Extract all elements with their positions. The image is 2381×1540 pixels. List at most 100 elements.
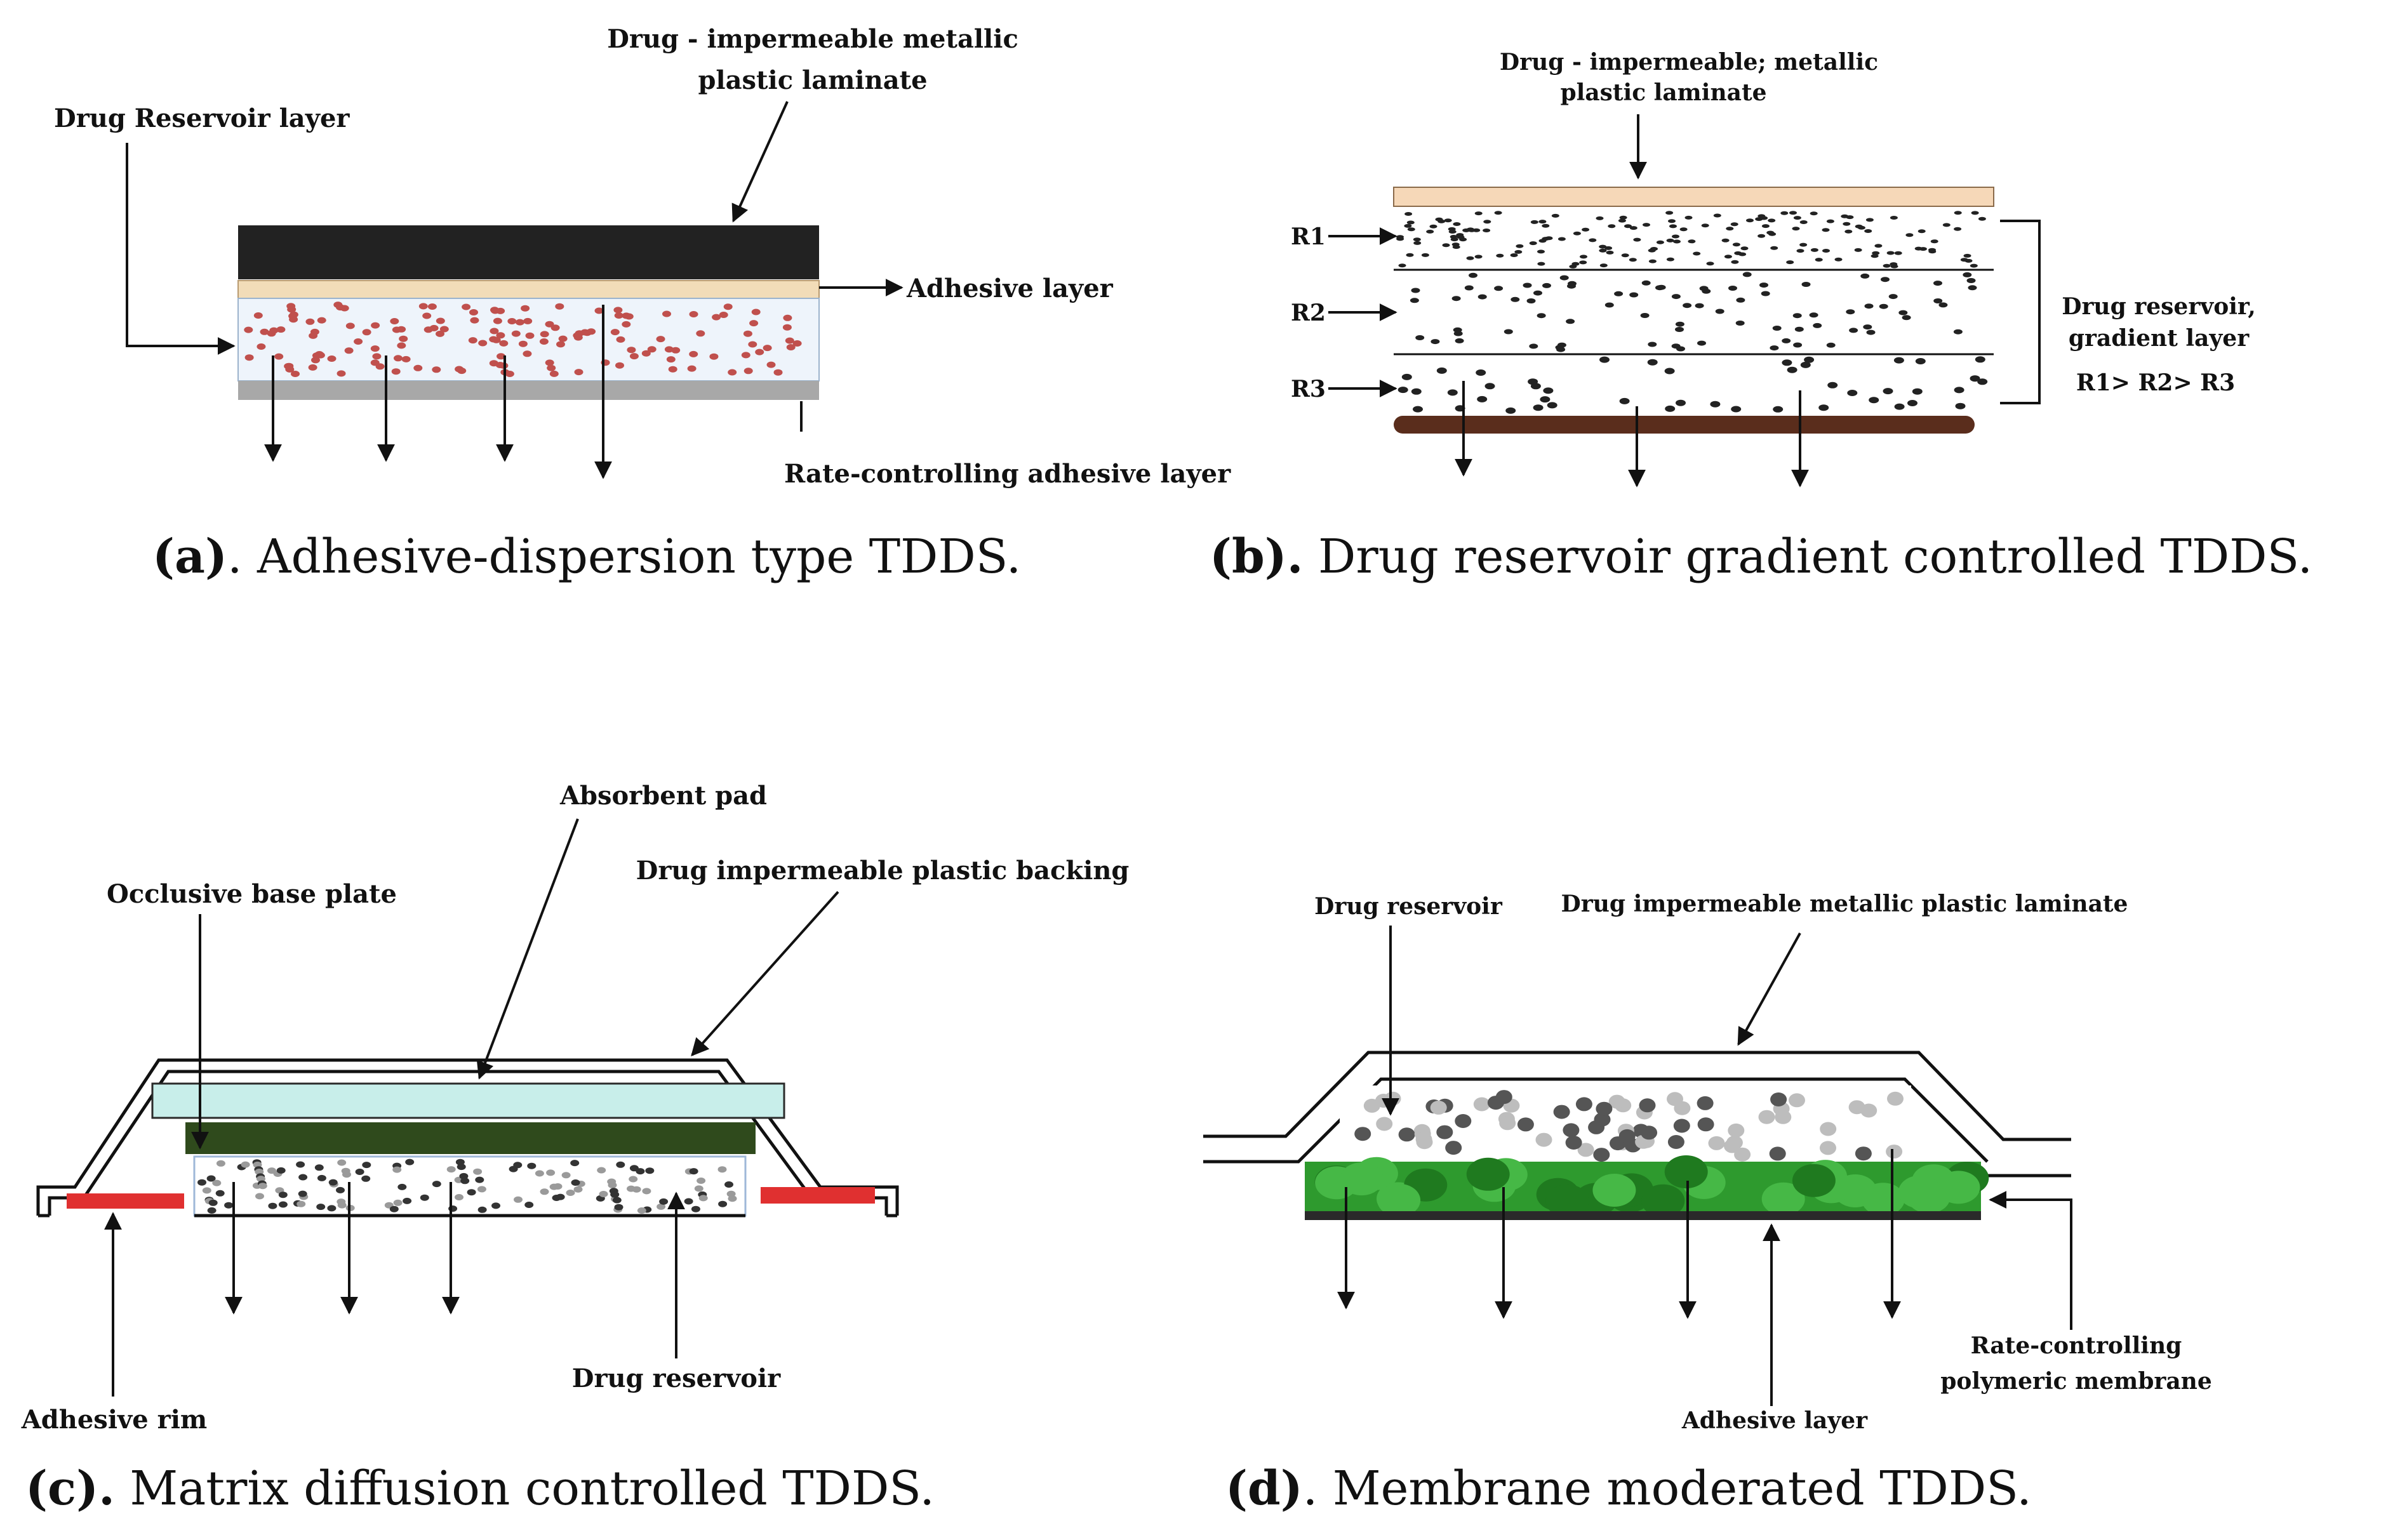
panel-a-drug-particles bbox=[244, 302, 802, 377]
drug-particle bbox=[1542, 223, 1550, 228]
panel-d-membrane-arrow bbox=[1989, 1191, 2072, 1330]
panel-d-membrane-label-line2: polymeric membrane bbox=[1940, 1368, 2212, 1395]
drug-particle bbox=[724, 1181, 733, 1188]
drug-particle bbox=[260, 328, 269, 335]
drug-particle bbox=[1599, 244, 1607, 249]
drug-particle bbox=[1731, 260, 1739, 264]
panel-b-laminate-layer bbox=[1393, 187, 1994, 207]
drug-particle bbox=[1822, 249, 1830, 253]
drug-particle bbox=[624, 313, 634, 320]
drug-particle bbox=[1582, 227, 1590, 232]
drug-particle bbox=[514, 1196, 523, 1203]
drug-particle bbox=[782, 324, 792, 331]
panel-d-caption: (d). Membrane moderated TDDS. bbox=[1225, 1461, 2032, 1516]
drug-particle bbox=[1938, 302, 1948, 308]
drug-particle bbox=[1844, 229, 1853, 234]
panel-b-laminate-label-line2: plastic laminate bbox=[1560, 79, 1766, 106]
drug-particle bbox=[460, 1178, 470, 1185]
drug-particle bbox=[539, 338, 549, 345]
drug-particle bbox=[556, 341, 565, 348]
drug-particle bbox=[1447, 389, 1458, 396]
panel-d-drug-particles bbox=[1354, 1090, 1904, 1162]
drug-particle bbox=[1734, 251, 1742, 255]
drug-particle bbox=[662, 310, 671, 317]
drug-particle bbox=[1514, 249, 1523, 254]
drug-particle bbox=[1668, 219, 1676, 223]
drug-particle bbox=[1604, 246, 1613, 250]
drug-particle bbox=[1676, 399, 1686, 406]
drug-particle bbox=[1697, 1096, 1714, 1110]
drug-particle bbox=[253, 1161, 262, 1168]
panel-b-gradient-label-line2: gradient layer bbox=[2069, 325, 2250, 352]
drug-particle bbox=[422, 312, 432, 319]
drug-particle bbox=[550, 324, 560, 331]
drug-particle bbox=[773, 369, 783, 376]
drug-particle bbox=[361, 1175, 371, 1182]
drug-particle bbox=[1648, 259, 1657, 263]
drug-particle bbox=[1933, 298, 1943, 303]
drug-particle bbox=[1647, 359, 1658, 366]
drug-particle bbox=[1452, 245, 1460, 249]
drug-particle bbox=[1466, 227, 1474, 232]
drug-particle bbox=[1970, 375, 1980, 382]
membrane-cell bbox=[1641, 1184, 1685, 1218]
drug-particle bbox=[1535, 1132, 1552, 1147]
drug-particle bbox=[614, 312, 624, 319]
drug-particle bbox=[1398, 1127, 1415, 1142]
drug-particle bbox=[1893, 357, 1904, 364]
panel-a-caption: (a). Adhesive-dispersion type TDDS. bbox=[152, 529, 1021, 584]
drug-particle bbox=[1768, 218, 1776, 223]
drug-particle bbox=[546, 1169, 556, 1176]
drug-particle bbox=[455, 1194, 464, 1200]
drug-particle bbox=[1624, 224, 1632, 229]
panel-c-backing-label: Drug impermeable plastic backing bbox=[636, 856, 1130, 886]
drug-particle bbox=[627, 347, 636, 354]
panel-d-reservoir-label: Drug reservoir bbox=[1314, 893, 1503, 920]
drug-particle bbox=[610, 1191, 620, 1198]
drug-particle bbox=[462, 303, 471, 310]
drug-particle bbox=[1629, 258, 1637, 262]
drug-particle bbox=[689, 1168, 698, 1175]
drug-particle bbox=[1413, 406, 1423, 413]
drug-particle bbox=[1894, 251, 1902, 255]
drug-particle bbox=[1435, 217, 1443, 222]
panel-c-absorbent-pad bbox=[151, 1082, 785, 1119]
drug-particle bbox=[224, 1202, 234, 1209]
drug-particle bbox=[1815, 258, 1823, 262]
drug-particle bbox=[1406, 253, 1414, 257]
drug-particle bbox=[1675, 321, 1684, 327]
drug-particle bbox=[1675, 327, 1684, 332]
drug-particle bbox=[490, 328, 499, 335]
drug-particle bbox=[1404, 223, 1412, 228]
drug-particle bbox=[212, 1179, 222, 1186]
drug-particle bbox=[1404, 212, 1413, 216]
drug-particle bbox=[1804, 356, 1815, 363]
drug-particle bbox=[1593, 1148, 1610, 1162]
panel-a-rate-controlling-layer bbox=[238, 381, 819, 400]
drug-particle bbox=[1793, 342, 1803, 348]
panel-b-gradient-label-line1: Drug reservoir, bbox=[2062, 293, 2256, 320]
drug-particle bbox=[666, 356, 676, 363]
panel-d-adhesive-label: Adhesive layer bbox=[1681, 1407, 1868, 1434]
drug-particle bbox=[697, 1178, 706, 1184]
drug-particle bbox=[403, 1197, 412, 1204]
drug-particle bbox=[1499, 1116, 1516, 1131]
drug-particle bbox=[1890, 262, 1898, 267]
drug-particle bbox=[1820, 1141, 1836, 1155]
drug-particle bbox=[1883, 388, 1893, 395]
drug-particle bbox=[1639, 1098, 1656, 1113]
drug-particle bbox=[328, 1179, 338, 1186]
panel-d-caption-text: . Membrane moderated TDDS. bbox=[1303, 1461, 2032, 1516]
drug-particle bbox=[535, 1170, 544, 1177]
drug-particle bbox=[1746, 218, 1754, 223]
drug-particle bbox=[744, 368, 753, 375]
drug-particle bbox=[1898, 310, 1908, 315]
drug-particle bbox=[1665, 405, 1676, 412]
drug-particle bbox=[1915, 358, 1926, 364]
drug-particle bbox=[317, 1174, 326, 1181]
drug-particle bbox=[1505, 407, 1516, 414]
drug-particle bbox=[1575, 1097, 1592, 1112]
drug-particle bbox=[1436, 1125, 1453, 1139]
drug-particle bbox=[1865, 218, 1874, 222]
drug-particle bbox=[269, 327, 279, 334]
